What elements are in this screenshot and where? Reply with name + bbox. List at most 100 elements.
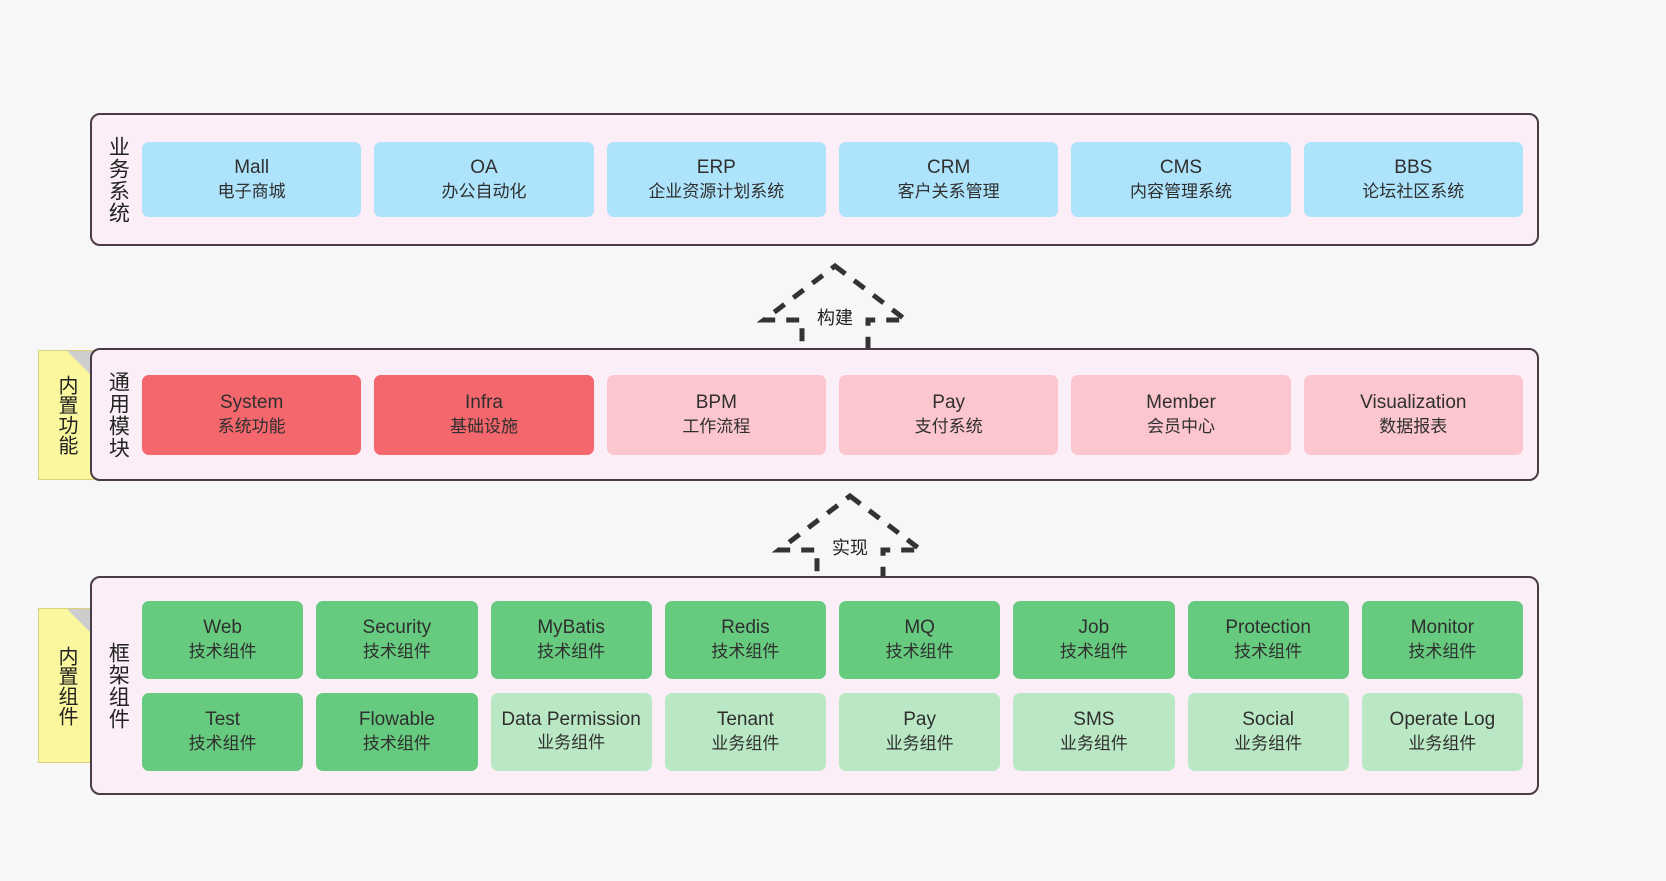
- card-title-en: System: [219, 392, 284, 414]
- card-row: System 系统功能 Infra 基础设施 BPM 工作流程 Pay 支付系统…: [142, 374, 1523, 455]
- card-crm[interactable]: CRM 客户关系管理: [838, 142, 1059, 217]
- card-member[interactable]: Member 会员中心: [1071, 374, 1291, 455]
- card-bpm[interactable]: BPM 工作流程: [606, 374, 826, 455]
- card-title-en: Operate Log: [1389, 709, 1496, 731]
- card-operate-log[interactable]: Operate Log 业务组件: [1361, 692, 1523, 771]
- layer-title-common-module: 通用模块: [106, 370, 130, 459]
- card-title-en: Protection: [1225, 617, 1311, 639]
- card-row: Mall 电子商城 OA 办公自动化 ERP 企业资源计划系统 CRM 客户关系…: [142, 142, 1523, 217]
- card-flowable[interactable]: Flowable 技术组件: [316, 692, 478, 771]
- card-title-cn: 技术组件: [885, 641, 954, 661]
- card-title-cn: 技术组件: [537, 641, 606, 661]
- card-bbs[interactable]: BBS 论坛社区系统: [1303, 142, 1523, 217]
- card-title-en: Flowable: [358, 709, 435, 731]
- card-security[interactable]: Security 技术组件: [316, 600, 478, 679]
- card-mybatis[interactable]: MyBatis 技术组件: [490, 600, 652, 679]
- card-title-cn: 办公自动化: [441, 181, 527, 201]
- card-title-cn: 业务组件: [1408, 733, 1477, 753]
- card-title-cn: 技术组件: [362, 733, 431, 753]
- card-title-en: Job: [1078, 617, 1110, 639]
- card-title-cn: 技术组件: [1059, 641, 1128, 661]
- card-title-en: Tenant: [716, 709, 774, 731]
- card-title-cn: 工作流程: [682, 416, 751, 436]
- card-title-en: Redis: [721, 617, 770, 639]
- note-label: 内置功能: [55, 375, 77, 455]
- card-row: Web 技术组件 Security 技术组件 MyBatis 技术组件 Redi…: [142, 600, 1523, 679]
- card-monitor[interactable]: Monitor 技术组件: [1361, 600, 1523, 679]
- card-title-en: Social: [1242, 709, 1294, 731]
- card-title-cn: 业务组件: [537, 732, 606, 752]
- note-label: 内置组件: [55, 645, 77, 726]
- card-title-cn: 业务组件: [1234, 733, 1303, 753]
- card-title-en: Monitor: [1410, 617, 1475, 639]
- card-title-en: Pay: [903, 709, 936, 731]
- card-title-cn: 系统功能: [217, 416, 286, 436]
- card-title-cn: 数据报表: [1379, 416, 1448, 436]
- card-title-en: ERP: [696, 157, 736, 179]
- layer-body-framework-component: Web 技术组件 Security 技术组件 MyBatis 技术组件 Redi…: [142, 578, 1537, 793]
- card-mq[interactable]: MQ 技术组件: [839, 600, 1001, 679]
- card-pay-module[interactable]: Pay 支付系统: [838, 374, 1059, 455]
- card-title-en: BBS: [1394, 157, 1433, 179]
- card-title-cn: 技术组件: [1408, 641, 1477, 661]
- card-title-en: BPM: [695, 392, 737, 414]
- card-system[interactable]: System 系统功能: [142, 374, 362, 455]
- card-title-cn: 企业资源计划系统: [648, 181, 785, 201]
- card-title-cn: 技术组件: [188, 641, 257, 661]
- card-erp[interactable]: ERP 企业资源计划系统: [606, 142, 826, 217]
- layer-body-business-system: Mall 电子商城 OA 办公自动化 ERP 企业资源计划系统 CRM 客户关系…: [142, 115, 1537, 244]
- card-title-en: MyBatis: [537, 617, 605, 639]
- card-oa[interactable]: OA 办公自动化: [374, 142, 594, 217]
- card-protection[interactable]: Protection 技术组件: [1187, 600, 1349, 679]
- layer-framework-component: 框架组件 Web 技术组件 Security 技术组件 MyBatis 技术组件…: [90, 576, 1539, 795]
- card-title-en: CRM: [927, 157, 971, 179]
- card-title-cn: 电子商城: [217, 181, 286, 201]
- card-title-cn: 客户关系管理: [897, 181, 1000, 201]
- card-title-cn: 论坛社区系统: [1362, 181, 1465, 201]
- layer-common-module: 通用模块 System 系统功能 Infra 基础设施 BPM 工作流程 Pay…: [90, 348, 1539, 481]
- card-sms[interactable]: SMS 业务组件: [1013, 692, 1175, 771]
- connector-implement-arrow: 实现: [771, 492, 929, 588]
- layer-title-business-system: 业务系统: [106, 135, 130, 224]
- card-title-cn: 业务组件: [885, 733, 954, 753]
- layer-body-common-module: System 系统功能 Infra 基础设施 BPM 工作流程 Pay 支付系统…: [142, 350, 1537, 479]
- card-visualization[interactable]: Visualization 数据报表: [1303, 374, 1523, 455]
- card-title-cn: 支付系统: [914, 416, 983, 436]
- card-title-cn: 技术组件: [188, 733, 257, 753]
- card-redis[interactable]: Redis 技术组件: [664, 600, 826, 679]
- card-title-en: Mall: [234, 157, 270, 179]
- card-title-en: Pay: [932, 392, 966, 414]
- card-tenant[interactable]: Tenant 业务组件: [664, 692, 826, 771]
- layer-business-system: 业务系统 Mall 电子商城 OA 办公自动化 ERP 企业资源计划系统 CRM…: [90, 113, 1539, 246]
- card-web[interactable]: Web 技术组件: [142, 600, 304, 679]
- card-title-en: MQ: [904, 617, 935, 639]
- card-test[interactable]: Test 技术组件: [142, 692, 304, 771]
- card-cms[interactable]: CMS 内容管理系统: [1071, 142, 1291, 217]
- card-data-permission[interactable]: Data Permission 业务组件: [490, 692, 652, 771]
- card-job[interactable]: Job 技术组件: [1013, 600, 1175, 679]
- card-title-en: Visualization: [1360, 392, 1467, 414]
- card-title-cn: 技术组件: [362, 641, 431, 661]
- layer-title-framework-component: 框架组件: [106, 641, 130, 730]
- card-pay-component[interactable]: Pay 业务组件: [839, 692, 1001, 771]
- connector-build-arrow: 构建: [756, 262, 914, 358]
- card-title-en: Infra: [464, 392, 503, 414]
- card-title-cn: 会员中心: [1146, 416, 1215, 436]
- card-title-cn: 基础设施: [449, 416, 518, 436]
- card-title-en: Data Permission: [501, 709, 641, 731]
- note-builtin-function: 内置功能: [38, 350, 94, 480]
- card-title-cn: 内容管理系统: [1129, 181, 1232, 201]
- card-social[interactable]: Social 业务组件: [1187, 692, 1349, 771]
- card-title-en: Web: [203, 617, 242, 639]
- note-builtin-component: 内置组件: [38, 608, 94, 763]
- card-title-en: SMS: [1073, 709, 1115, 731]
- card-row: Test 技术组件 Flowable 技术组件 Data Permission …: [142, 692, 1523, 771]
- card-title-cn: 业务组件: [1059, 733, 1128, 753]
- card-infra[interactable]: Infra 基础设施: [374, 374, 594, 455]
- card-title-en: CMS: [1159, 157, 1203, 179]
- card-title-cn: 业务组件: [711, 733, 780, 753]
- card-title-en: Security: [362, 617, 432, 639]
- card-title-en: OA: [470, 157, 498, 179]
- card-mall[interactable]: Mall 电子商城: [142, 142, 362, 217]
